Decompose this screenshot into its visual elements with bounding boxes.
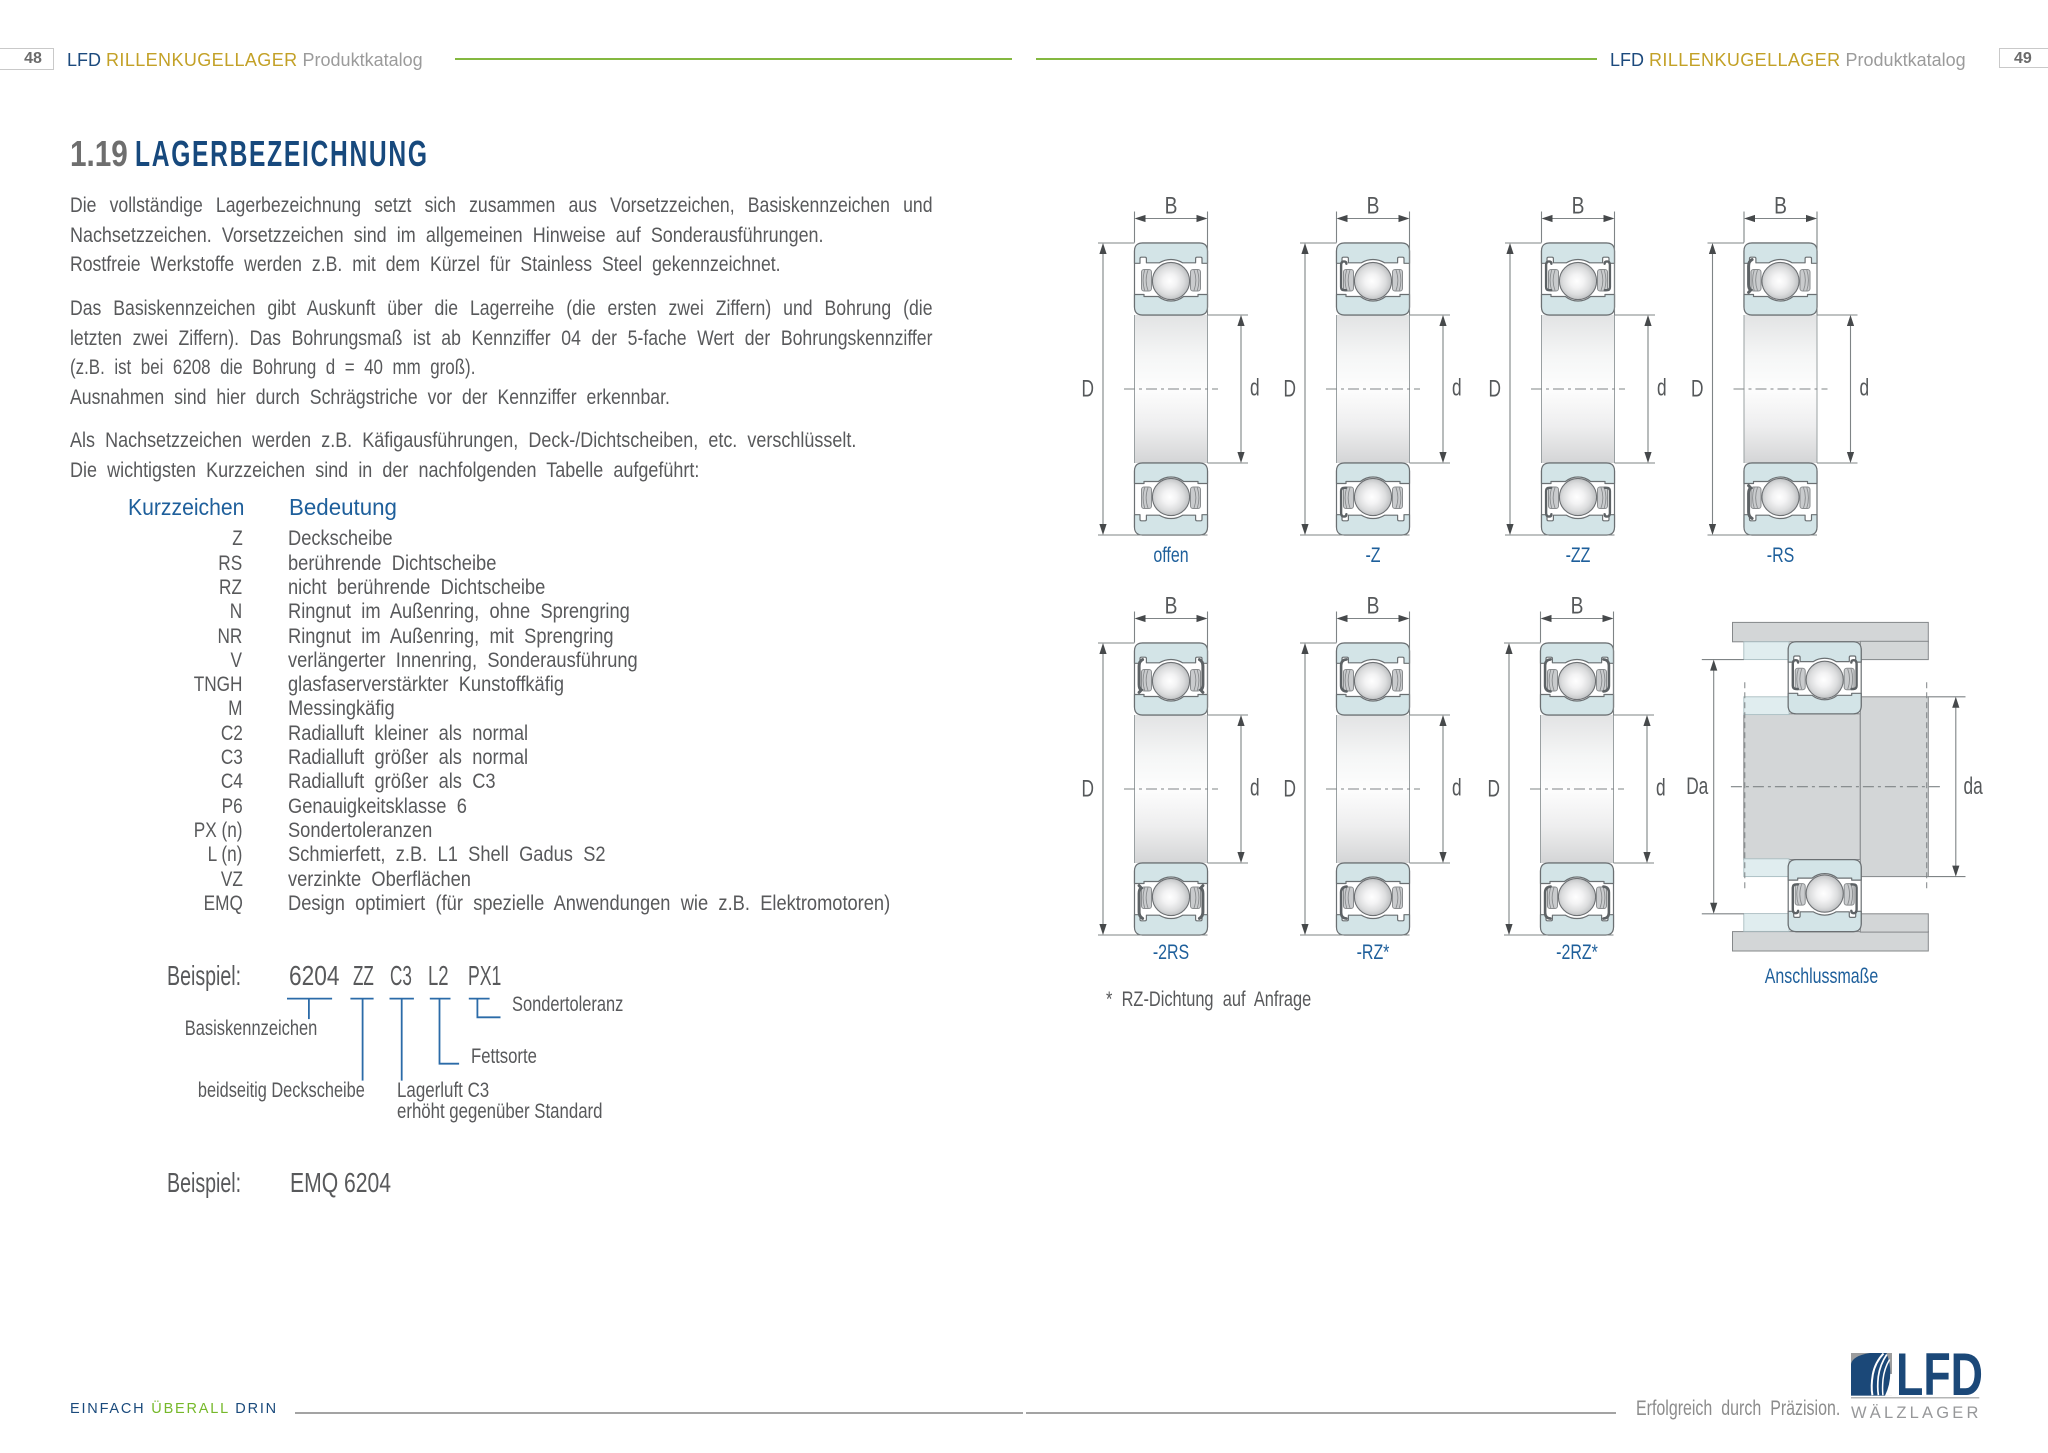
svg-text:WÄLZLAGER: WÄLZLAGER [1851,1404,1982,1422]
svg-text:LFD: LFD [1896,1345,1983,1409]
svg-text:B: B [1774,191,1787,219]
svg-text:D: D [1489,376,1501,402]
svg-text:-RS: -RS [1767,543,1794,567]
svg-text:d: d [1657,375,1667,401]
svg-text:D: D [1082,776,1094,802]
svg-text:D: D [1082,376,1094,402]
svg-text:d: d [1452,375,1462,401]
svg-text:-2RS: -2RS [1153,940,1189,964]
svg-text:D: D [1488,776,1500,802]
svg-text:B: B [1165,591,1178,619]
svg-text:D: D [1284,376,1296,402]
svg-text:B: B [1367,591,1380,619]
svg-text:D: D [1691,376,1703,402]
svg-text:B: B [1572,191,1585,219]
svg-text:D: D [1284,776,1296,802]
svg-text:d: d [1656,775,1666,801]
svg-text:-2RZ*: -2RZ* [1556,940,1598,964]
svg-text:B: B [1367,191,1380,219]
svg-text:-Z: -Z [1365,543,1380,567]
svg-text:Da: Da [1686,773,1708,799]
svg-text:B: B [1165,191,1178,219]
svg-text:d: d [1452,775,1462,801]
svg-text:d: d [1250,775,1260,801]
svg-text:Anschlussmaße: Anschlussmaße [1765,964,1878,988]
svg-text:da: da [1964,773,1984,799]
svg-text:-RZ*: -RZ* [1357,940,1390,964]
svg-text:offen: offen [1153,543,1188,567]
svg-text:d: d [1860,375,1870,401]
svg-text:-ZZ: -ZZ [1566,543,1591,567]
svg-text:d: d [1250,375,1260,401]
svg-text:B: B [1571,591,1584,619]
